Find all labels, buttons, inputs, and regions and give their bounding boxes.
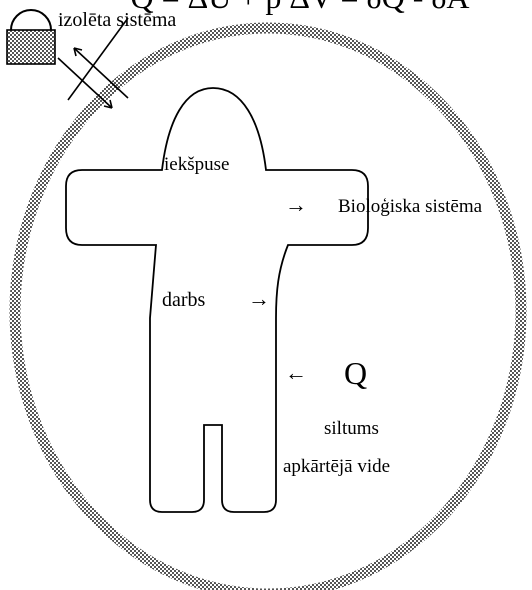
heat-label: siltums bbox=[324, 418, 379, 439]
padlock-icon bbox=[7, 10, 55, 64]
inside-label: iekšpuse bbox=[164, 154, 229, 175]
blocked-exchange-arrows bbox=[58, 18, 128, 108]
work-label: darbs bbox=[162, 289, 206, 311]
biological-system-label: Bioloģiska sistēma bbox=[338, 196, 483, 217]
heat-symbol-label: Q bbox=[344, 355, 367, 391]
human-body-outline bbox=[66, 88, 368, 512]
biological-system-arrow: → bbox=[285, 192, 307, 217]
isolated-system-label: izolēta sistēma bbox=[58, 9, 176, 31]
work-arrow: → bbox=[248, 286, 270, 311]
header-equation-fragment: Q = ΔU + p ΔV = δQ - δA bbox=[130, 0, 469, 15]
environment-label: apkārtējā vide bbox=[283, 456, 390, 477]
heat-arrow: ← bbox=[285, 360, 307, 385]
